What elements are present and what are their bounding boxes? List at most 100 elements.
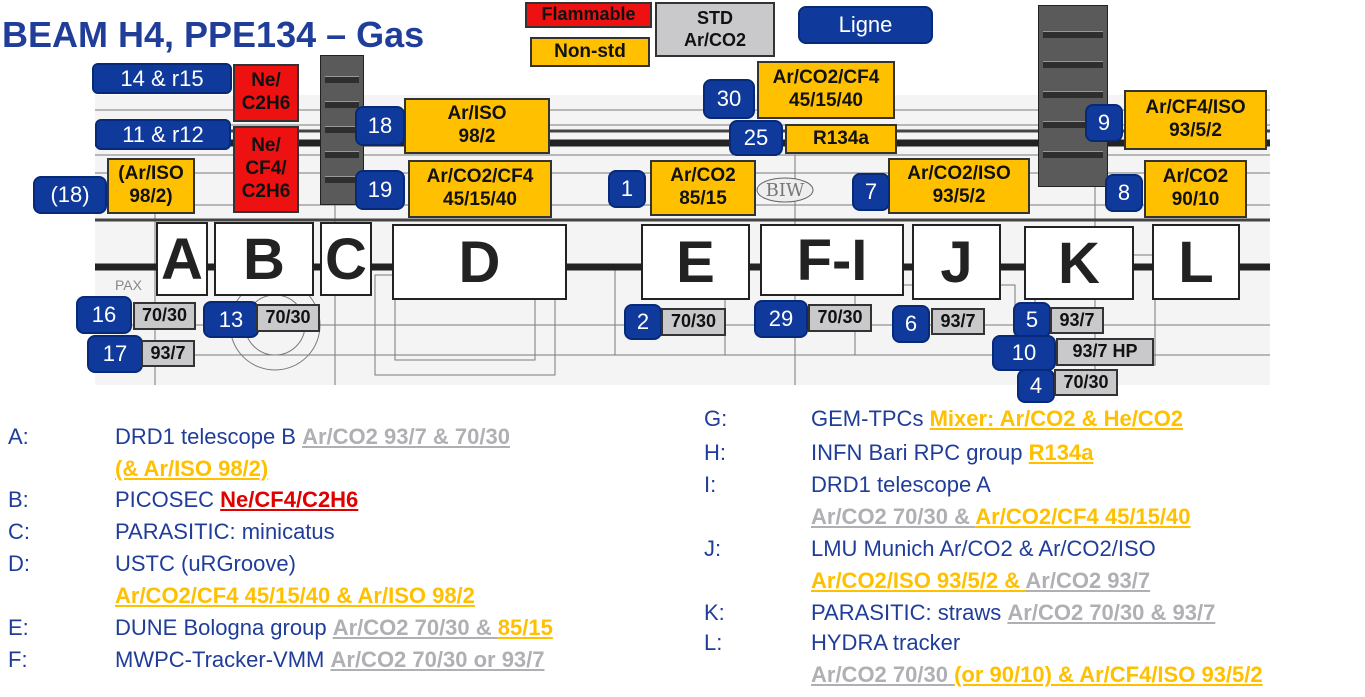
legend-key: B: xyxy=(8,487,29,512)
gas-std-4: 70/30 xyxy=(1054,369,1118,396)
legend-text: DRD1 telescope A xyxy=(811,472,991,498)
line-19: 19 xyxy=(355,170,405,210)
legend-key: A: xyxy=(8,424,29,449)
legend-text-part: Ar/CO2 70/30 & xyxy=(332,615,498,640)
line-9: 9 xyxy=(1085,104,1123,142)
gas-ar-iso-18-paren: (Ar/ISO 98/2) xyxy=(107,158,195,214)
line-6: 6 xyxy=(892,305,930,343)
legend-text-part: Ar/CO2/CF4 45/15/40 xyxy=(975,504,1191,529)
gas-rack-right xyxy=(1038,5,1108,187)
legend-text-part: (& Ar/ISO 98/2) xyxy=(115,456,269,481)
gas-r134a: R134a xyxy=(785,124,897,154)
line-8: 8 xyxy=(1105,174,1143,212)
line-18: 18 xyxy=(355,106,405,146)
legend-key: K: xyxy=(704,600,725,625)
legend-text-part: PARASITIC: minicatus xyxy=(115,519,335,544)
zone-d: D xyxy=(392,224,567,300)
legend-text: Ar/CO2/CF4 45/15/40 & Ar/ISO 98/2 xyxy=(115,583,475,609)
legend-text: PARASITIC: straws Ar/CO2 70/30 & 93/7 xyxy=(811,600,1215,626)
legend-text-part: PARASITIC: straws xyxy=(811,600,1008,625)
line-4: 4 xyxy=(1017,369,1055,403)
line-5: 5 xyxy=(1013,302,1051,338)
legend-text-part: (or 90/10) & Ar/CF4/ISO 93/5/2 xyxy=(954,662,1263,687)
line-10: 10 xyxy=(992,335,1056,371)
line-16: 16 xyxy=(76,296,132,334)
page-title: BEAM H4, PPE134 – Gas xyxy=(2,14,425,55)
legend-text: HYDRA tracker xyxy=(811,630,960,656)
legend-text-part: Ar/CO2/CF4 45/15/40 & Ar/ISO 98/2 xyxy=(115,583,475,608)
gas-std-13: 70/30 xyxy=(256,304,320,332)
legend-text-part: DUNE Bologna group xyxy=(115,615,333,640)
legend-text-part: Ar/CO2 93/7 & 70/30 xyxy=(302,424,510,449)
gas-std-16: 70/30 xyxy=(133,302,196,330)
gas-std-6: 93/7 xyxy=(931,308,985,335)
legend-text: Ar/CO2 70/30 (or 90/10) & Ar/CF4/ISO 93/… xyxy=(811,662,1263,688)
legend-key: H: xyxy=(704,440,726,465)
legend-key: C: xyxy=(8,519,30,544)
line-11-r12: 11 & r12 xyxy=(95,119,231,150)
legend-key: E: xyxy=(8,615,29,640)
zone-a: A xyxy=(156,222,208,296)
legend-text-part: INFN Bari RPC group xyxy=(811,440,1029,465)
line-25: 25 xyxy=(729,120,783,156)
legend-text-part: PICOSEC xyxy=(115,487,221,512)
legend-text: Ar/CO2 70/30 & Ar/CO2/CF4 45/15/40 xyxy=(811,504,1191,530)
legend-text: INFN Bari RPC group R134a xyxy=(811,440,1093,466)
legend-text-part: 85/15 xyxy=(497,615,553,640)
legend-text-part: Ar/CO2 93/7 xyxy=(1025,568,1151,593)
line-2: 2 xyxy=(624,304,662,340)
zone-b: B xyxy=(214,222,314,296)
legend-text-part: DRD1 telescope A xyxy=(811,472,991,497)
legend-text: USTC (uRGroove) xyxy=(115,551,296,577)
legend-text-part: Ar/CO2 70/30 or 93/7 xyxy=(330,647,545,672)
zone-j: J xyxy=(912,224,1001,300)
key-ligne: Ligne xyxy=(798,6,933,44)
legend-text-part: LMU Munich Ar/CO2 & Ar/CO2/ISO xyxy=(811,536,1156,561)
gas-std-2: 70/30 xyxy=(661,308,726,336)
gas-ar-co2-85-15: Ar/CO2 85/15 xyxy=(650,160,756,216)
gas-ar-cf4-iso: Ar/CF4/ISO 93/5/2 xyxy=(1124,90,1267,150)
line-14-r15: 14 & r15 xyxy=(92,63,232,94)
gas-std-10: 93/7 HP xyxy=(1056,338,1154,366)
line-18-paren: (18) xyxy=(33,176,107,214)
legend-text: LMU Munich Ar/CO2 & Ar/CO2/ISO xyxy=(811,536,1156,562)
line-29: 29 xyxy=(754,300,808,338)
gas-ne-cf4-c2h6: Ne/ CF4/ C2H6 xyxy=(233,126,299,213)
plan-label-pax: PAX xyxy=(115,277,143,293)
legend-text: PICOSEC Ne/CF4/C2H6 xyxy=(115,487,358,513)
legend-text: MWPC-Tracker-VMM Ar/CO2 70/30 or 93/7 xyxy=(115,647,545,673)
legend-text-part: Ar/CO2/ISO 93/5/2 & xyxy=(811,568,1026,593)
legend-key: F: xyxy=(8,647,28,672)
legend-text-part: Ar/CO2 70/30 xyxy=(811,662,955,687)
line-13: 13 xyxy=(203,301,259,338)
zone-k: K xyxy=(1024,226,1134,300)
legend-text-part: Mixer: Ar/CO2 & He/CO2 xyxy=(929,406,1184,431)
legend-text-part: Ar/CO2 70/30 & xyxy=(811,504,976,529)
zone-l: L xyxy=(1152,224,1240,300)
legend-text-part: HYDRA tracker xyxy=(811,630,961,655)
key-flammable: Flammable xyxy=(525,2,652,28)
legend-key: I: xyxy=(704,472,717,497)
gas-std-5: 93/7 xyxy=(1050,307,1104,334)
line-1: 1 xyxy=(608,170,646,208)
legend-text: DUNE Bologna group Ar/CO2 70/30 & 85/15 xyxy=(115,615,553,641)
legend-key: J: xyxy=(704,536,722,561)
legend-text: DRD1 telescope B Ar/CO2 93/7 & 70/30 xyxy=(115,424,510,450)
gas-std-29: 70/30 xyxy=(808,304,872,332)
legend-text: GEM-TPCs Mixer: Ar/CO2 & He/CO2 xyxy=(811,406,1183,432)
legend-key: G: xyxy=(704,406,728,431)
legend-text: (& Ar/ISO 98/2) xyxy=(115,456,268,482)
legend-text-part: Ar/CO2 70/30 & 93/7 xyxy=(1007,600,1216,625)
legend-text-part: USTC (uRGroove) xyxy=(115,551,296,576)
gas-ne-c2h6: Ne/ C2H6 xyxy=(233,64,299,122)
legend-text-part: MWPC-Tracker-VMM xyxy=(115,647,331,672)
gas-ar-iso-98-2: Ar/ISO 98/2 xyxy=(404,98,550,154)
legend-text-part: R134a xyxy=(1028,440,1094,465)
zone-e: E xyxy=(641,224,750,300)
gas-ar-co2-90-10: Ar/CO2 90/10 xyxy=(1144,160,1247,218)
legend-text-part: DRD1 telescope B xyxy=(115,424,303,449)
line-7: 7 xyxy=(852,173,890,211)
legend-text-part: GEM-TPCs xyxy=(811,406,930,431)
zone-c: C xyxy=(320,222,372,296)
legend-text: Ar/CO2/ISO 93/5/2 & Ar/CO2 93/7 xyxy=(811,568,1150,594)
